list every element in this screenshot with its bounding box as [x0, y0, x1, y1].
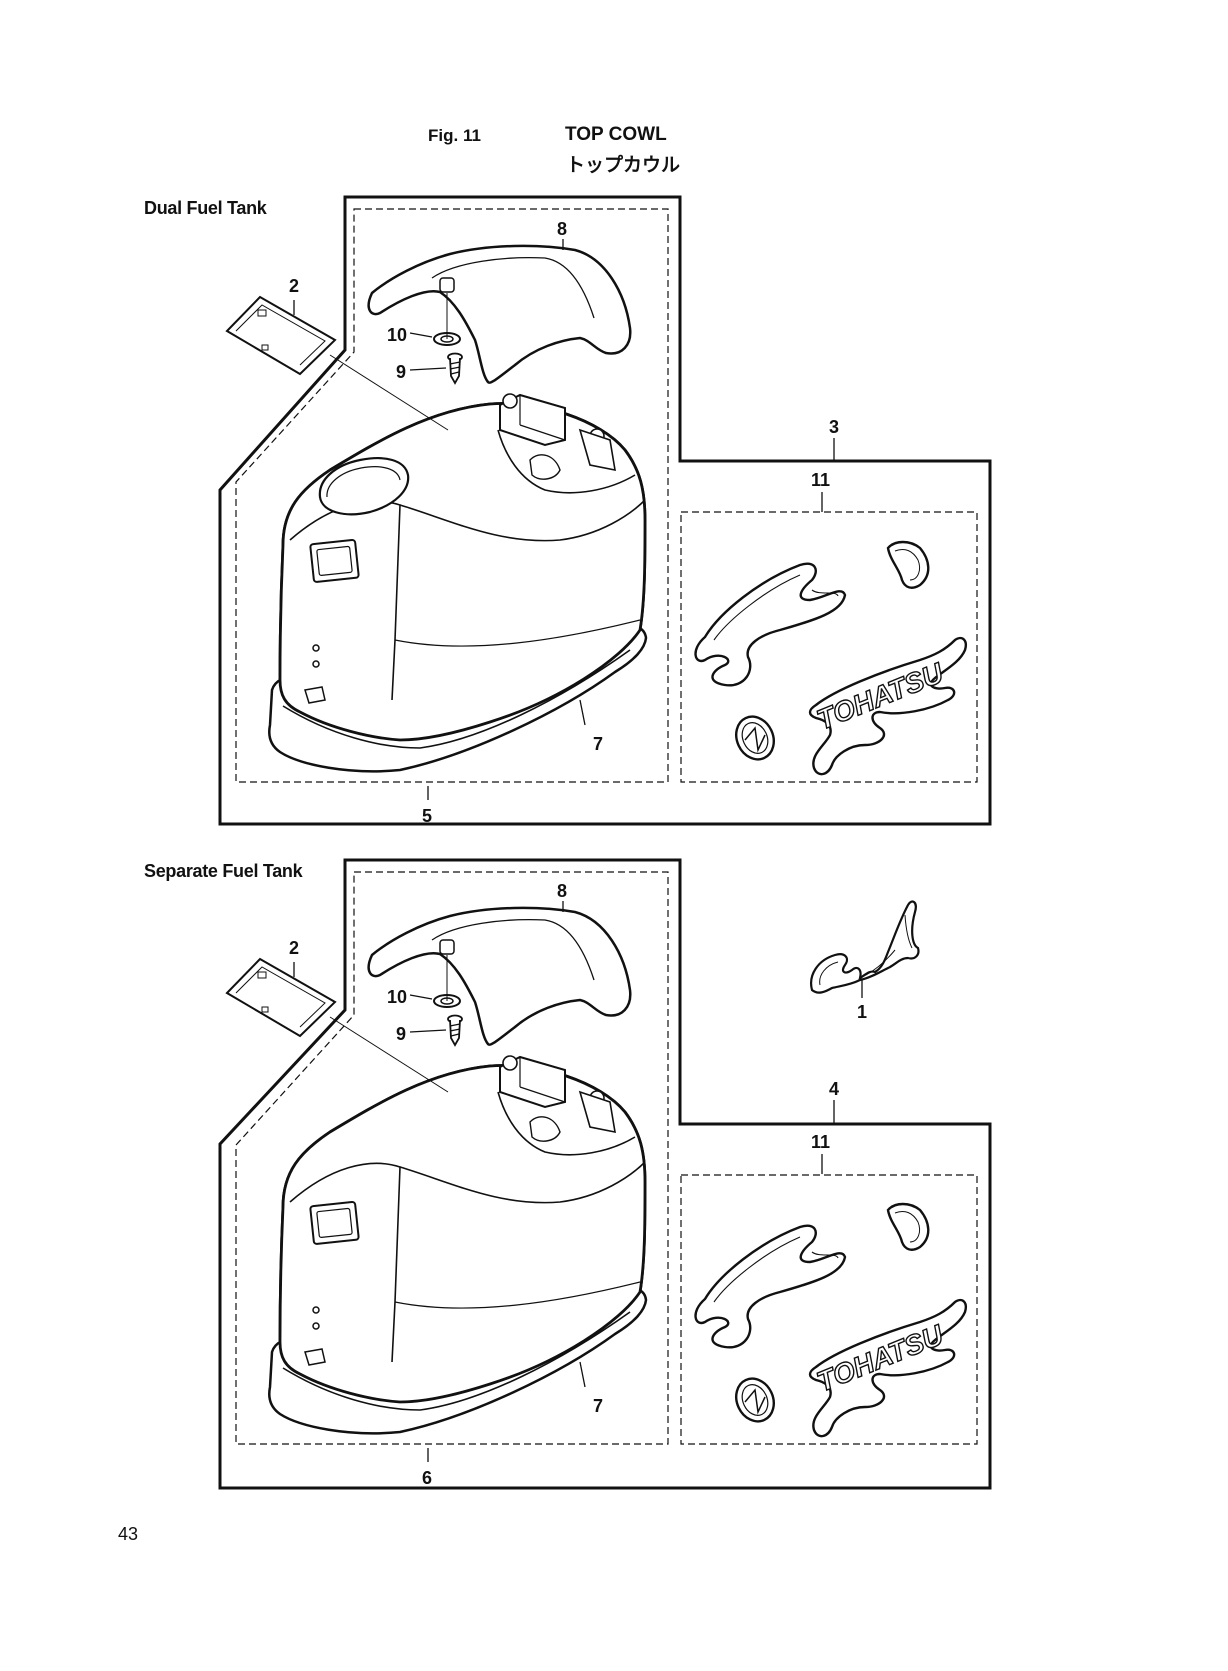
screw-part-9 — [447, 352, 463, 384]
section-label-dual-fuel-tank: Dual Fuel Tank — [144, 198, 267, 218]
cowl-body-part-6 — [267, 1054, 648, 1435]
decal-part-2 — [226, 296, 336, 375]
callout-seal: 7 — [593, 1396, 603, 1416]
decal-part-2 — [226, 958, 336, 1037]
callout-seal: 7 — [593, 734, 603, 754]
callout-screw: 9 — [396, 362, 406, 382]
inner-frame-cowl-dual — [235, 208, 669, 783]
outer-frame-separate — [218, 858, 992, 1490]
callout-emblem-set: 11 — [811, 470, 830, 490]
callout-decal: 2 — [289, 276, 299, 296]
page-number: 43 — [118, 1524, 139, 1544]
screw-part-9 — [447, 1014, 463, 1046]
callout-washer: 10 — [387, 987, 407, 1007]
callout-cowl-assy: 5 — [422, 806, 432, 826]
figure-title: TOP COWL — [565, 124, 667, 145]
callout-set: 3 — [829, 417, 839, 437]
cowl-body-part-5 — [267, 392, 648, 773]
top-cover-part-8 — [367, 906, 632, 1046]
inner-frame-emblem-separate — [680, 1174, 978, 1445]
section-dual-fuel-tank: TOHATSU 2 8 10 9 3 11 7 5 — [218, 195, 992, 826]
emblem-set-part-11 — [694, 540, 967, 776]
signature-decal-part-1 — [810, 900, 920, 994]
section-separate-fuel-tank: TOHATSU 2 8 10 9 4 11 7 6 1 — [218, 858, 992, 1490]
inner-frame-cowl-separate — [235, 871, 669, 1445]
outer-frame-dual — [218, 195, 992, 826]
callout-signature-decal: 1 — [857, 1002, 867, 1022]
callout-cowl-assy: 6 — [422, 1468, 432, 1488]
callout-set: 4 — [829, 1079, 839, 1099]
inner-frame-emblem-dual — [680, 511, 978, 783]
callout-decal: 2 — [289, 938, 299, 958]
callout-cover: 8 — [557, 219, 567, 239]
callout-emblem-set: 11 — [811, 1132, 830, 1152]
figure-title-japanese: トップカウル — [566, 154, 681, 176]
figure-label: Fig. 11 — [428, 126, 481, 145]
callout-cover: 8 — [557, 881, 567, 901]
callout-washer: 10 — [387, 325, 407, 345]
emblem-set-part-11 — [694, 1202, 967, 1438]
section-label-separate-fuel-tank: Separate Fuel Tank — [144, 861, 303, 881]
callout-screw: 9 — [396, 1024, 406, 1044]
top-cover-part-8 — [367, 244, 632, 384]
